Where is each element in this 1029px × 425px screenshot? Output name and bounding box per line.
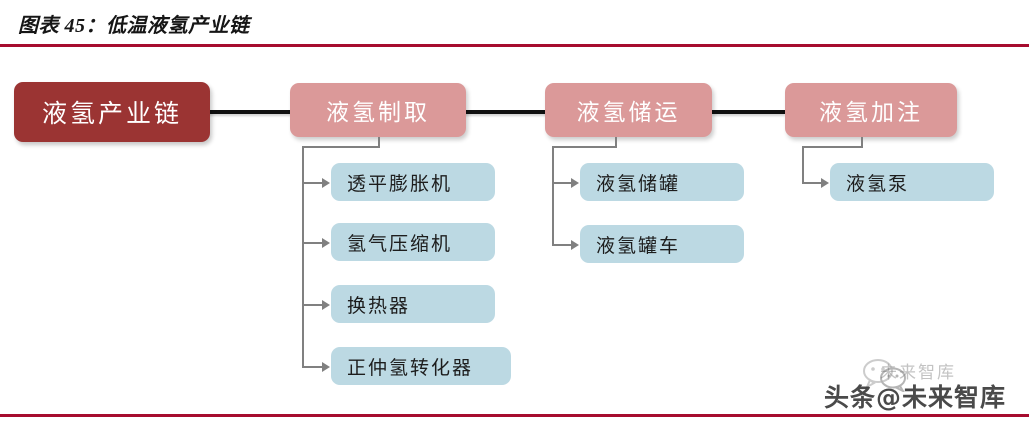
- stage0-branch-3: [302, 366, 323, 368]
- leaf-turbo-expander[interactable]: 透平膨胀机: [331, 163, 495, 201]
- node-stage-production[interactable]: 液氢制取: [290, 83, 466, 137]
- leaf-turbo-expander-label: 透平膨胀机: [347, 173, 453, 195]
- stage2-elbow-top: [802, 146, 863, 148]
- spine-root-to-stage0: [208, 110, 292, 114]
- stage2-branch-0: [802, 182, 823, 184]
- leaf-hydrogen-compressor[interactable]: 氢气压缩机: [331, 223, 495, 261]
- wechat-icon: [863, 359, 906, 392]
- title-rule-top: [0, 44, 1029, 47]
- leaf-lh2-pump[interactable]: 液氢泵: [830, 163, 994, 201]
- leaf-lh2-storage-tank-label: 液氢储罐: [596, 173, 681, 195]
- node-root-label: 液氢产业链: [41, 101, 182, 128]
- stage1-branch-1: [552, 244, 573, 246]
- node-stage-storage-transport[interactable]: 液氢储运: [545, 83, 712, 137]
- leaf-lh2-pump-label: 液氢泵: [846, 173, 910, 195]
- spine-stage1-to-stage2: [712, 110, 785, 114]
- leaf-lh2-storage-tank[interactable]: 液氢储罐: [580, 163, 744, 201]
- stage2-arrow-0: [821, 178, 829, 188]
- stage0-arrow-3: [322, 362, 330, 372]
- leaf-lh2-tanker-truck[interactable]: 液氢罐车: [580, 225, 744, 263]
- stage0-branch-0: [302, 182, 323, 184]
- leaf-heat-exchanger-label: 换热器: [347, 295, 411, 317]
- leaf-hydrogen-compressor-label: 氢气压缩机: [347, 233, 453, 255]
- node-stage-production-label: 液氢制取: [326, 100, 430, 125]
- stage1-elbow-top: [552, 146, 617, 148]
- stage2-stub-down: [861, 137, 863, 147]
- figure-title: 图表 45：低温液氢产业链: [18, 15, 250, 37]
- stage0-elbow-top: [302, 146, 380, 148]
- footer-rule-bottom: [0, 414, 1029, 417]
- stage0-stub-down: [378, 137, 380, 147]
- stage0-arrow-0: [322, 178, 330, 188]
- stage0-trunk: [302, 146, 304, 368]
- stage2-trunk: [802, 146, 804, 184]
- stage1-arrow-1: [571, 240, 579, 250]
- node-root[interactable]: 液氢产业链: [14, 82, 210, 142]
- stage0-arrow-1: [322, 238, 330, 248]
- node-stage-refueling[interactable]: 液氢加注: [785, 83, 957, 137]
- watermark-faint-text: 未来智库: [880, 363, 956, 383]
- leaf-ortho-para-converter[interactable]: 正仲氢转化器: [331, 347, 511, 385]
- leaf-heat-exchanger[interactable]: 换热器: [331, 285, 495, 323]
- stage1-arrow-0: [571, 178, 579, 188]
- stage1-trunk: [552, 146, 554, 246]
- stage1-stub-down: [615, 137, 617, 147]
- spine-stage0-to-stage1: [464, 110, 547, 114]
- stage0-branch-2: [302, 304, 323, 306]
- watermark-main-text: 头条@未来智库: [824, 383, 1007, 412]
- stage0-arrow-2: [322, 300, 330, 310]
- stage0-branch-1: [302, 242, 323, 244]
- stage1-branch-0: [552, 182, 573, 184]
- node-stage-refueling-label: 液氢加注: [819, 100, 923, 125]
- leaf-lh2-tanker-truck-label: 液氢罐车: [596, 235, 681, 257]
- leaf-ortho-para-converter-label: 正仲氢转化器: [347, 357, 474, 379]
- node-stage-storage-transport-label: 液氢储运: [576, 100, 681, 125]
